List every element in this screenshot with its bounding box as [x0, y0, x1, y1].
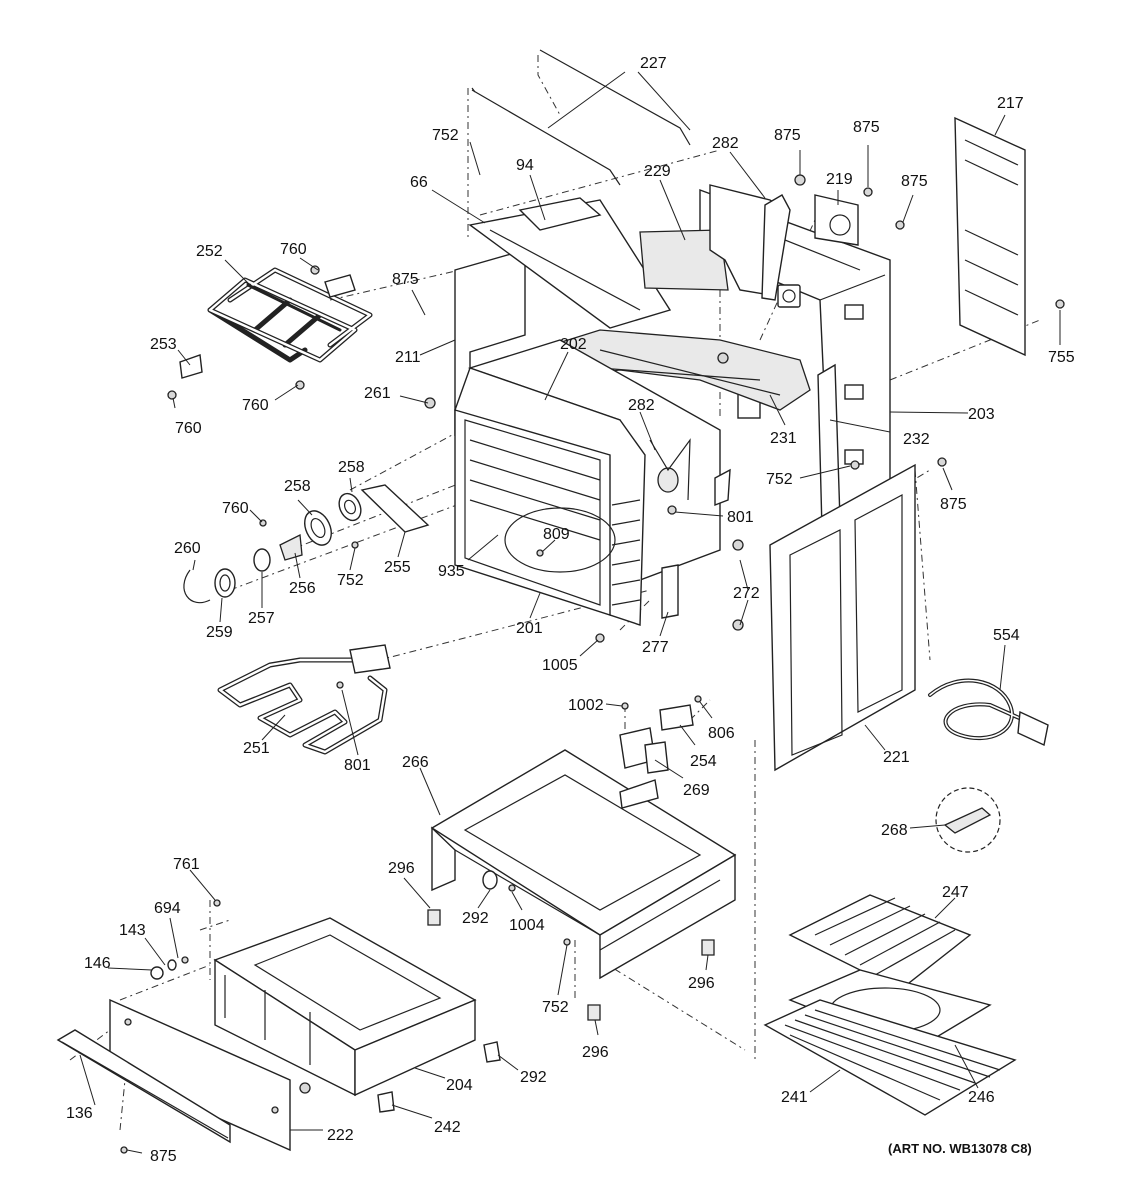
broiler-pan-and-rack: [763, 894, 1017, 1116]
broil-element: [167, 265, 373, 400]
callout-label: 256: [289, 580, 316, 597]
callout-label: 875: [774, 127, 801, 144]
callout-label: 253: [150, 336, 177, 353]
callout-label: 246: [968, 1089, 995, 1106]
power-cord: [928, 678, 1049, 747]
bake-element: [217, 644, 391, 755]
callout-label: 269: [683, 782, 710, 799]
callout-label: 217: [997, 95, 1024, 112]
callout-label: 247: [942, 884, 969, 901]
callout-label: 241: [781, 1089, 808, 1106]
callout-label: 259: [206, 624, 233, 641]
callout-label: 875: [940, 496, 967, 513]
callout-label: 251: [243, 740, 270, 757]
callout-label: 296: [388, 860, 415, 877]
callout-label: 296: [688, 975, 715, 992]
callout-label: 760: [242, 397, 269, 414]
brackets: [619, 695, 702, 774]
callout-label: 752: [766, 471, 793, 488]
oven-cavity: [424, 339, 947, 643]
callout-label: 221: [883, 749, 910, 766]
callout-label: 760: [222, 500, 249, 517]
callout-label: 252: [196, 243, 223, 260]
callout-label: 760: [280, 241, 307, 258]
callout-label: 277: [642, 639, 669, 656]
callout-label: 875: [392, 271, 419, 288]
callout-label: 231: [770, 430, 797, 447]
callout-label: 232: [903, 431, 930, 448]
callout-label: 296: [582, 1044, 609, 1061]
art-number: (ART NO. WB13078 C8): [888, 1141, 1032, 1156]
callout-label: 258: [284, 478, 311, 495]
callout-label: 755: [1048, 349, 1075, 366]
top-trim: [468, 49, 691, 329]
callout-label: 229: [644, 163, 671, 180]
callout-label: 752: [432, 127, 459, 144]
side-panel: [954, 116, 1065, 357]
leader-lines: [79, 71, 1061, 1154]
oven-base: [427, 749, 737, 1021]
callout-label: 1005: [542, 657, 578, 674]
callout-label: 282: [712, 135, 739, 152]
callout-label: 203: [968, 406, 995, 423]
callout-label: 255: [384, 559, 411, 576]
callout-label: 268: [881, 822, 908, 839]
callout-label: 260: [174, 540, 201, 557]
callout-label: 752: [542, 999, 569, 1016]
callout-label: 258: [338, 459, 365, 476]
callout-label: 254: [690, 753, 717, 770]
callout-label: 204: [446, 1077, 473, 1094]
callout-label: 272: [733, 585, 760, 602]
callout-label: 694: [154, 900, 181, 917]
callout-label: 211: [395, 349, 421, 366]
callout-label: 66: [410, 174, 428, 191]
roller-detail: [935, 787, 1001, 853]
callout-label: 809: [543, 526, 570, 543]
callout-label: 282: [628, 397, 655, 414]
callout-label: 222: [327, 1127, 354, 1144]
callout-label: 875: [853, 119, 880, 136]
drawer-front: [56, 899, 311, 1154]
callout-label: 143: [119, 922, 146, 939]
callout-label: 752: [337, 572, 364, 589]
callout-label: 136: [66, 1105, 93, 1122]
callout-label: 202: [560, 336, 587, 353]
callout-label: 227: [640, 55, 667, 72]
callout-label: 146: [84, 955, 111, 972]
callout-label: 266: [402, 754, 429, 771]
callout-label: 554: [993, 627, 1020, 644]
callout-label: 760: [175, 420, 202, 437]
callout-label: 801: [344, 757, 371, 774]
callout-label: 935: [438, 563, 465, 580]
callout-label: 761: [173, 856, 200, 873]
callout-label: 292: [462, 910, 489, 927]
callout-label: 292: [520, 1069, 547, 1086]
callout-label: 1004: [509, 917, 545, 934]
callout-label: 201: [516, 620, 543, 637]
callout-label: 1002: [568, 697, 604, 714]
storage-drawer: [213, 917, 501, 1113]
callout-label: 875: [901, 173, 928, 190]
callout-label: 257: [248, 610, 275, 627]
callout-label: 242: [434, 1119, 461, 1136]
callout-label: 219: [826, 171, 853, 188]
callout-label: 875: [150, 1148, 177, 1165]
callout-label: 801: [727, 509, 754, 526]
callout-label: 94: [516, 157, 534, 174]
insulation-and-fan: [639, 174, 905, 364]
right-side-panel: [769, 463, 916, 772]
callout-label: 261: [364, 385, 391, 402]
callout-label: 806: [708, 725, 735, 742]
callout-labels: 227 752 94 66 229 282 875 875 219 875 21…: [66, 55, 1075, 1165]
